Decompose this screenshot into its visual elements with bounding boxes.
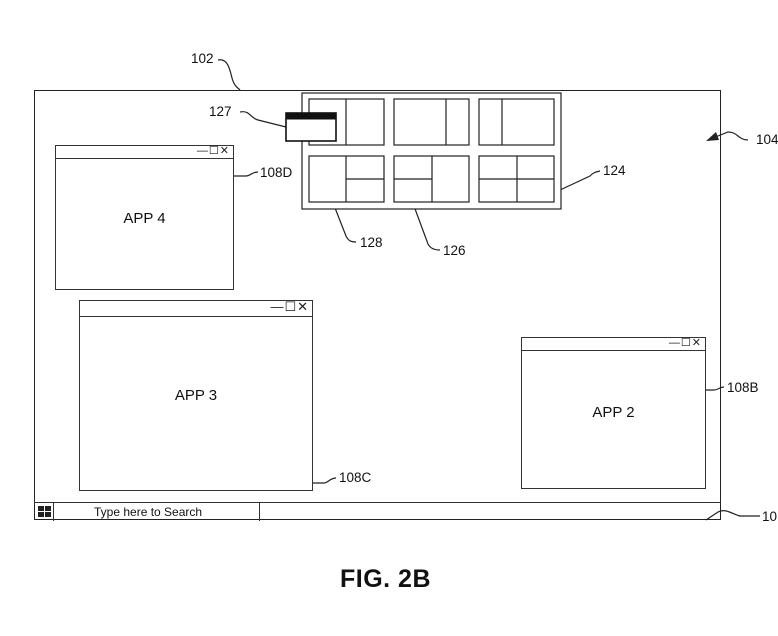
ref-127: 127 — [209, 104, 232, 119]
ref-102: 102 — [191, 51, 214, 66]
app-label: APP 2 — [592, 404, 635, 421]
window-titlebar[interactable]: —☐✕ — [56, 145, 233, 159]
ref-108C: 108C — [339, 470, 372, 485]
window-titlebar[interactable]: —☐✕ — [80, 299, 312, 317]
window-controls[interactable]: —☐✕ — [668, 337, 702, 349]
window-controls[interactable]: —☐✕ — [196, 145, 230, 157]
ref-108D: 108D — [260, 165, 293, 180]
ref-128: 128 — [360, 235, 383, 250]
app-label: APP 4 — [123, 210, 166, 227]
window-app3[interactable]: —☐✕ APP 3 — [79, 300, 313, 491]
window-app4[interactable]: —☐✕ APP 4 — [55, 145, 234, 290]
windows-logo-icon[interactable] — [38, 506, 52, 519]
preview-box — [285, 112, 337, 142]
ref-124: 124 — [603, 163, 626, 178]
taskbar-search-box[interactable]: Type here to Search — [53, 503, 260, 521]
window-controls[interactable]: —☐✕ — [270, 299, 309, 314]
layout-panel — [301, 92, 562, 210]
ref-126: 126 — [443, 243, 466, 258]
figure-title: FIG. 2B — [340, 565, 432, 593]
ref-10: 10 — [762, 509, 778, 524]
window-titlebar[interactable]: —☐✕ — [522, 337, 705, 351]
ref-108B: 108B — [727, 380, 759, 395]
taskbar: Type here to Search — [34, 502, 721, 521]
search-placeholder: Type here to Search — [94, 505, 203, 519]
desktop-screen — [34, 90, 721, 520]
app-label: APP 3 — [174, 387, 218, 404]
ref-104: 104 — [756, 132, 778, 147]
window-app2[interactable]: —☐✕ APP 2 — [521, 337, 706, 489]
